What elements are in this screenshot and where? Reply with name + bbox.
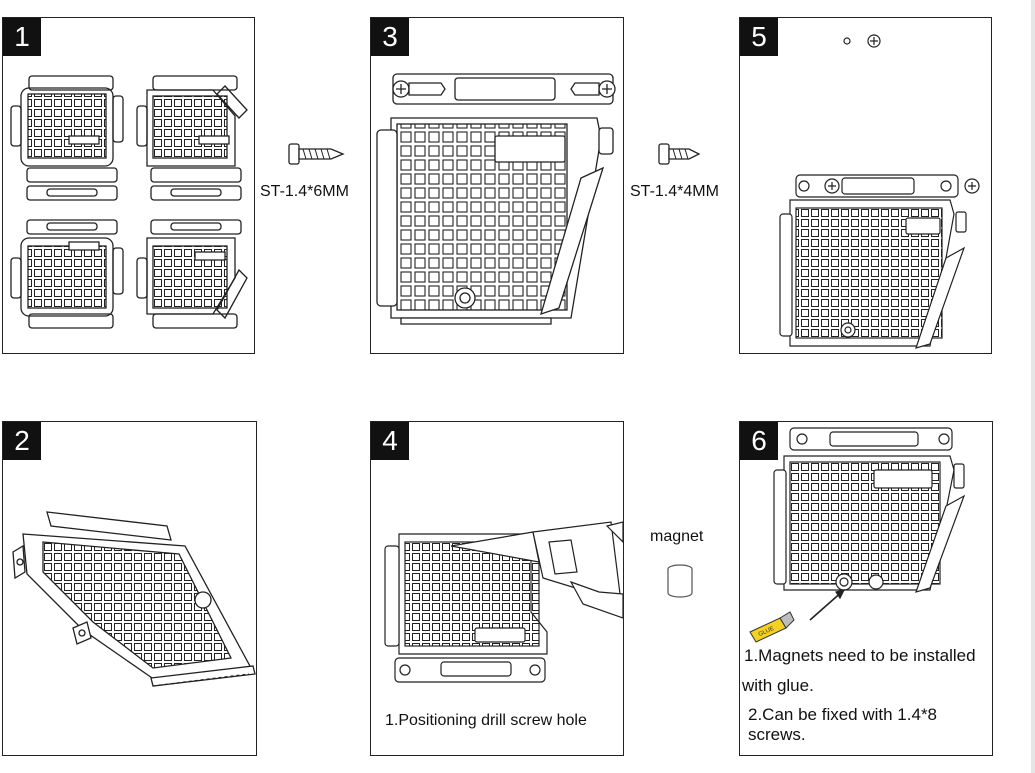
magnet-label: magnet [650, 528, 704, 545]
step-4-badge: 4 [371, 422, 409, 460]
step-2-badge: 2 [3, 422, 41, 460]
step-3-panel: 3 [370, 17, 624, 354]
magnet-icon [667, 564, 693, 598]
step-6-badge: 6 [740, 422, 778, 460]
step-6-note-line-4: screws. [748, 725, 806, 744]
step-4-drill-illustration [384, 521, 623, 683]
step-4-caption: 1.Positioning drill screw hole [385, 712, 587, 729]
step-5-badge: 5 [740, 18, 778, 56]
screw-left-label: ST-1.4*6MM [260, 183, 349, 200]
step-2-grille-illustration [12, 511, 256, 687]
step-1-panel: 1 [2, 17, 255, 354]
screw-4mm-icon [658, 143, 701, 165]
page-scrollbar[interactable] [1031, 0, 1035, 773]
step-6-note-line-3: 2.Can be fixed with 1.4*8 [748, 705, 938, 724]
step-4-panel: 4 1.Positioning drill screw hole [370, 421, 624, 756]
step-5-assembly-illustration [779, 34, 980, 349]
step-6-grille-illustration: GLUE [749, 427, 966, 643]
screw-right-label: ST-1.4*4MM [630, 183, 719, 200]
step-6-panel: 6 GLUE 1.Magnets need to be installed wi… [739, 421, 993, 756]
step-5-panel: 5 [739, 17, 992, 354]
step-3-badge: 3 [371, 18, 409, 56]
glue-tube-icon: GLUE [749, 611, 795, 643]
step-6-note-line-2: with glue. [742, 676, 814, 695]
screw-6mm-icon [288, 143, 345, 165]
step-1-badge: 1 [3, 18, 41, 56]
step-6-note-line-1: 1.Magnets need to be installed [744, 646, 976, 665]
step-1-parts-illustration [10, 75, 248, 329]
step-3-assembly-illustration [376, 73, 616, 325]
step-2-panel: 2 [2, 421, 257, 756]
